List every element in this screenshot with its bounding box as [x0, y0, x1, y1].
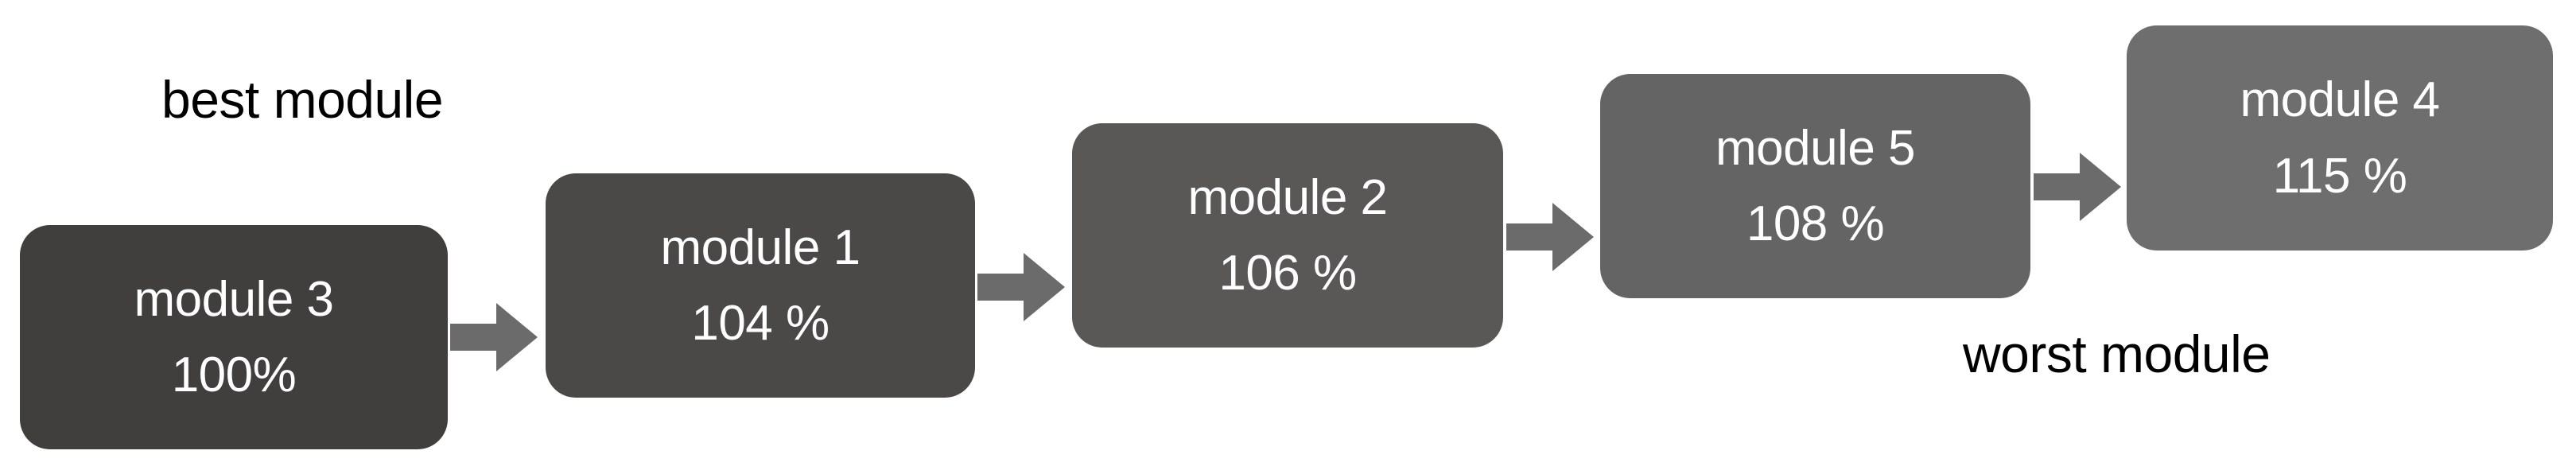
- module-value: 104 %: [691, 296, 830, 351]
- module-title: module 4: [2240, 72, 2440, 128]
- arrow-right-icon: [977, 253, 1065, 321]
- arrow-right-icon: [450, 303, 538, 371]
- module-title: module 1: [660, 219, 861, 275]
- worst-module-caption: worst module: [1963, 324, 2271, 383]
- module-box-module-5[interactable]: module 5 108 %: [1600, 74, 2030, 298]
- best-module-caption: best module: [161, 70, 444, 129]
- module-title: module 5: [1715, 120, 1916, 176]
- module-box-module-2[interactable]: module 2 106 %: [1072, 123, 1503, 348]
- module-value: 106 %: [1218, 246, 1357, 301]
- module-box-module-4[interactable]: module 4 115 %: [2127, 25, 2553, 251]
- arrow-right-icon: [1506, 203, 1594, 271]
- module-value: 100%: [171, 348, 297, 402]
- module-value: 115 %: [2272, 148, 2407, 204]
- module-title: module 3: [134, 271, 334, 327]
- arrow-right-icon: [2034, 153, 2121, 221]
- module-box-module-3[interactable]: module 3 100%: [20, 225, 448, 449]
- module-title: module 2: [1187, 169, 1388, 225]
- module-box-module-1[interactable]: module 1 104 %: [546, 173, 975, 398]
- module-value: 108 %: [1746, 196, 1885, 251]
